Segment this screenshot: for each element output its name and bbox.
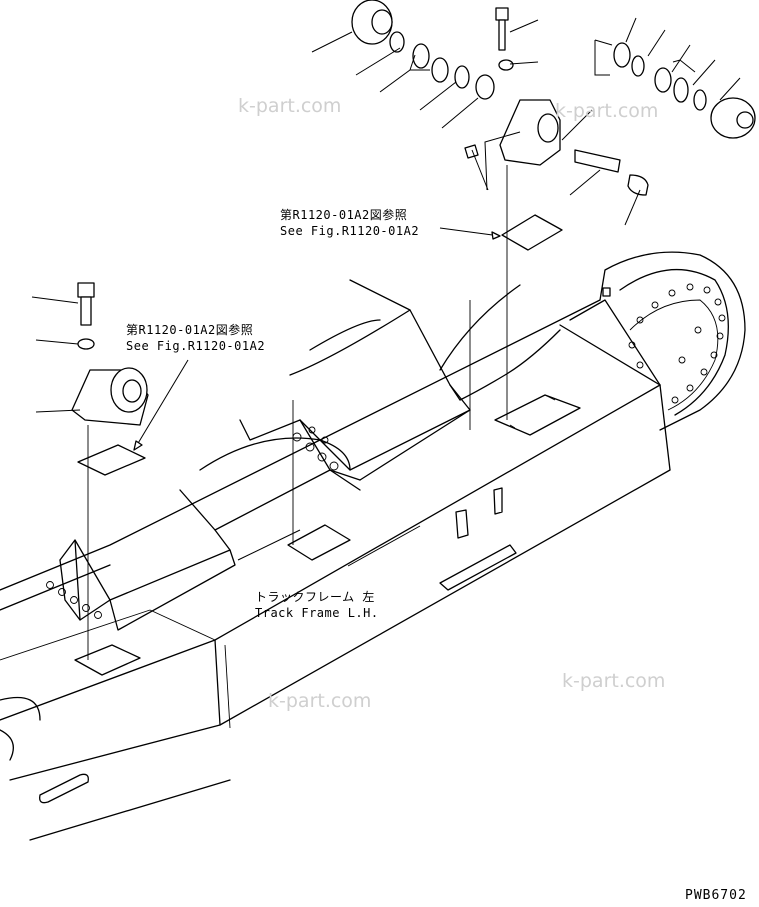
cover-plates: [74, 214, 581, 676]
watermark: k-part.com: [562, 670, 666, 692]
watermark: k-part.com: [555, 100, 659, 122]
reference-label-left-en: See Fig.R1120-01A2: [126, 339, 266, 353]
brackets: [439, 487, 517, 591]
front-support: [46, 529, 236, 631]
roller-assembly-left: [71, 282, 149, 426]
bolt-holes: [628, 283, 726, 404]
watermark: k-part.com: [268, 690, 372, 712]
upper-bolt-holes: [292, 426, 339, 471]
watermark: k-part.com: [238, 95, 342, 117]
reference-label-upper-jp: 第R1120-01A2図参照: [280, 208, 408, 222]
reference-label-upper-en: See Fig.R1120-01A2: [280, 224, 420, 238]
drawing-code: PWB6702: [685, 888, 747, 903]
frame-label-jp: トラックフレーム 左: [255, 590, 375, 604]
front-bolt-holes: [46, 581, 102, 619]
rear-housing: [559, 251, 746, 431]
roller-assembly-upper: [351, 0, 756, 196]
reference-label-left-jp: 第R1120-01A2図参照: [126, 323, 254, 337]
leader-lines: [31, 17, 741, 660]
frame-label-en: Track Frame L.H.: [255, 606, 379, 620]
track-frame-body: [0, 299, 671, 841]
upper-structure: [179, 279, 561, 531]
